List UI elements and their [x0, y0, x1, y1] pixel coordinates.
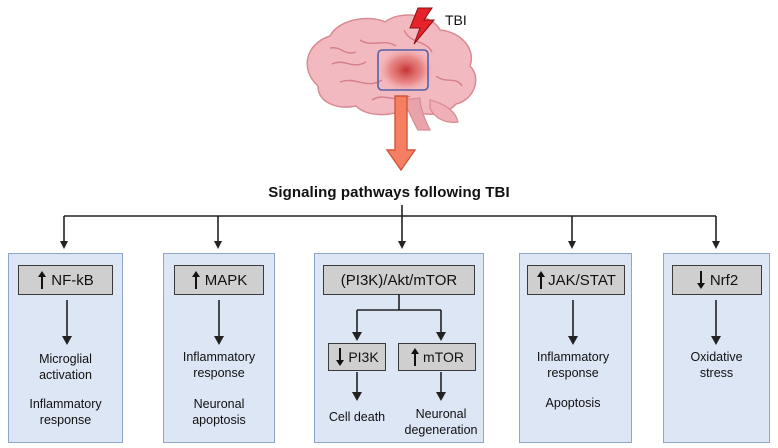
brain-icon — [306, 14, 477, 131]
big-down-arrow-icon — [385, 95, 417, 172]
outcome-cell-death: Cell death — [328, 410, 386, 424]
panel-nrf2: Nrf2 Oxidative stress — [663, 253, 770, 443]
up-arrow-icon — [38, 271, 47, 289]
subheader-mtor: mTOR — [398, 343, 476, 371]
header-nfkb: NF-kB — [18, 265, 113, 295]
outcome-neuronal-apoptosis: Neuronal apoptosis — [192, 397, 246, 427]
down-arrow-icon — [436, 372, 446, 401]
header-nrf2: Nrf2 — [672, 265, 762, 295]
panel-pi3k-akt-mtor: (PI3K)/Akt/mTOR PI3K mTOR Cell death Neu… — [314, 253, 484, 443]
header-jak-stat: JAK/STAT — [527, 265, 625, 295]
outcome-microglial-activation: Microglial activation — [39, 352, 92, 382]
outcome-apoptosis: Apoptosis — [545, 396, 601, 410]
lightning-bolt-icon — [409, 7, 436, 45]
up-arrow-icon — [537, 271, 546, 289]
panel-mapk: MAPK Inflammatory response Neuronal apop… — [163, 253, 275, 443]
up-arrow-icon — [191, 271, 200, 289]
down-arrow-icon — [352, 372, 362, 401]
tbi-label: TBI — [445, 12, 467, 28]
down-arrow-icon — [62, 300, 72, 345]
outcome-inflammatory-response: Inflammatory response — [536, 350, 610, 380]
down-arrow-icon — [568, 300, 578, 345]
up-arrow-icon — [411, 348, 420, 366]
header-pi3k-akt-mtor: (PI3K)/Akt/mTOR — [323, 265, 475, 295]
subheader-pi3k: PI3K — [328, 343, 386, 371]
diagram-title: Signaling pathways following TBI — [268, 184, 510, 201]
outcome-oxidative-stress: Oxidative stress — [690, 350, 743, 380]
panel-jak-stat: JAK/STAT Inflammatory response Apoptosis — [519, 253, 632, 443]
branch-connector — [352, 294, 446, 341]
header-mapk: MAPK — [174, 265, 264, 295]
down-arrow-icon — [696, 271, 705, 289]
down-arrow-icon — [711, 300, 721, 345]
panel-nfkb: NF-kB Microglial activation Inflammatory… — [8, 253, 123, 443]
down-arrow-icon — [336, 348, 345, 366]
outcome-inflammatory-response: Inflammatory response — [182, 350, 256, 380]
outcome-inflammatory-response: Inflammatory response — [29, 397, 102, 427]
outcome-neuronal-degeneration: Neuronal degeneration — [404, 407, 478, 437]
down-arrow-icon — [214, 300, 224, 345]
